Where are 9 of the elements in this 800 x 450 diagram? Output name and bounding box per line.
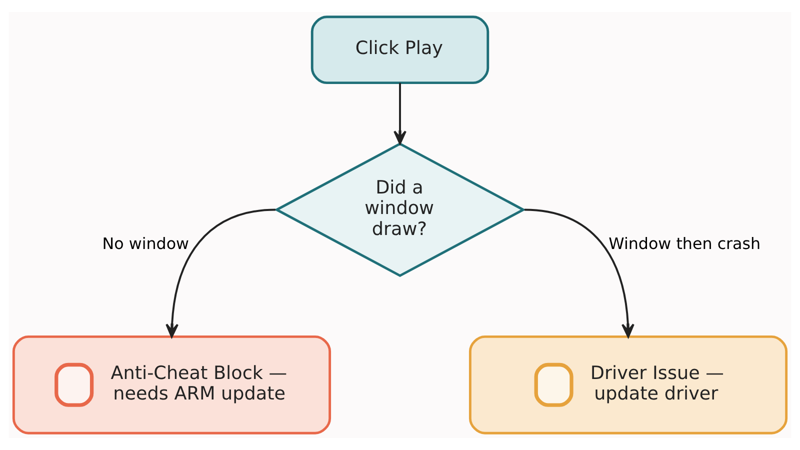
arrow	[524, 208, 634, 338]
edge-label: No window	[102, 234, 190, 253]
node-box: Click Play	[310, 16, 490, 84]
edge-label: Window then crash	[608, 234, 761, 253]
node-diamond: Did a window draw?	[274, 142, 526, 278]
node-box: Anti-Cheat Block — needs ARM update	[12, 335, 332, 434]
arrow	[394, 82, 406, 145]
arrow	[166, 208, 276, 338]
node-box: Driver Issue — update driver	[468, 335, 788, 434]
